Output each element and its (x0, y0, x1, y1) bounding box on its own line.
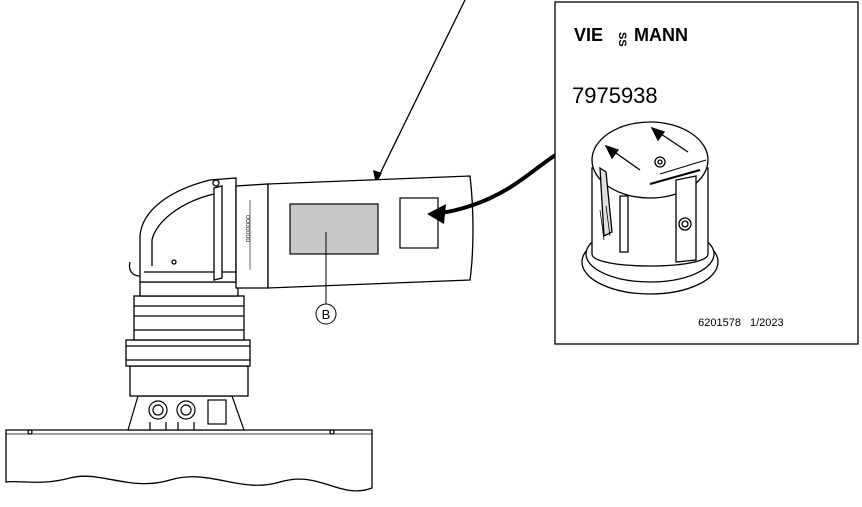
brand-left: VIE (574, 25, 603, 45)
boiler-housing (5, 429, 373, 492)
svg-text:OOOOOOO: OOOOOOO (244, 215, 250, 242)
base-fittings (127, 395, 245, 431)
callout-b: B (315, 232, 337, 325)
callout-b-text: B (322, 307, 331, 322)
component-illustration (581, 121, 719, 295)
flue-pipe-vertical (125, 281, 251, 397)
flue-elbow (128, 177, 237, 283)
footer-code: 6201578 (698, 317, 741, 329)
label-box: VIE SS MANN 7975938 620 (554, 1, 859, 345)
brand-right: MANN (634, 25, 688, 45)
label-slot (399, 197, 439, 249)
leader-line-pointer (373, 0, 466, 184)
footer-date: 1/2023 (750, 317, 784, 329)
curved-arrow (427, 144, 573, 224)
type-plate-b (289, 203, 379, 255)
part-number: 7975938 (572, 83, 658, 108)
brand-mark: SS (616, 32, 628, 47)
